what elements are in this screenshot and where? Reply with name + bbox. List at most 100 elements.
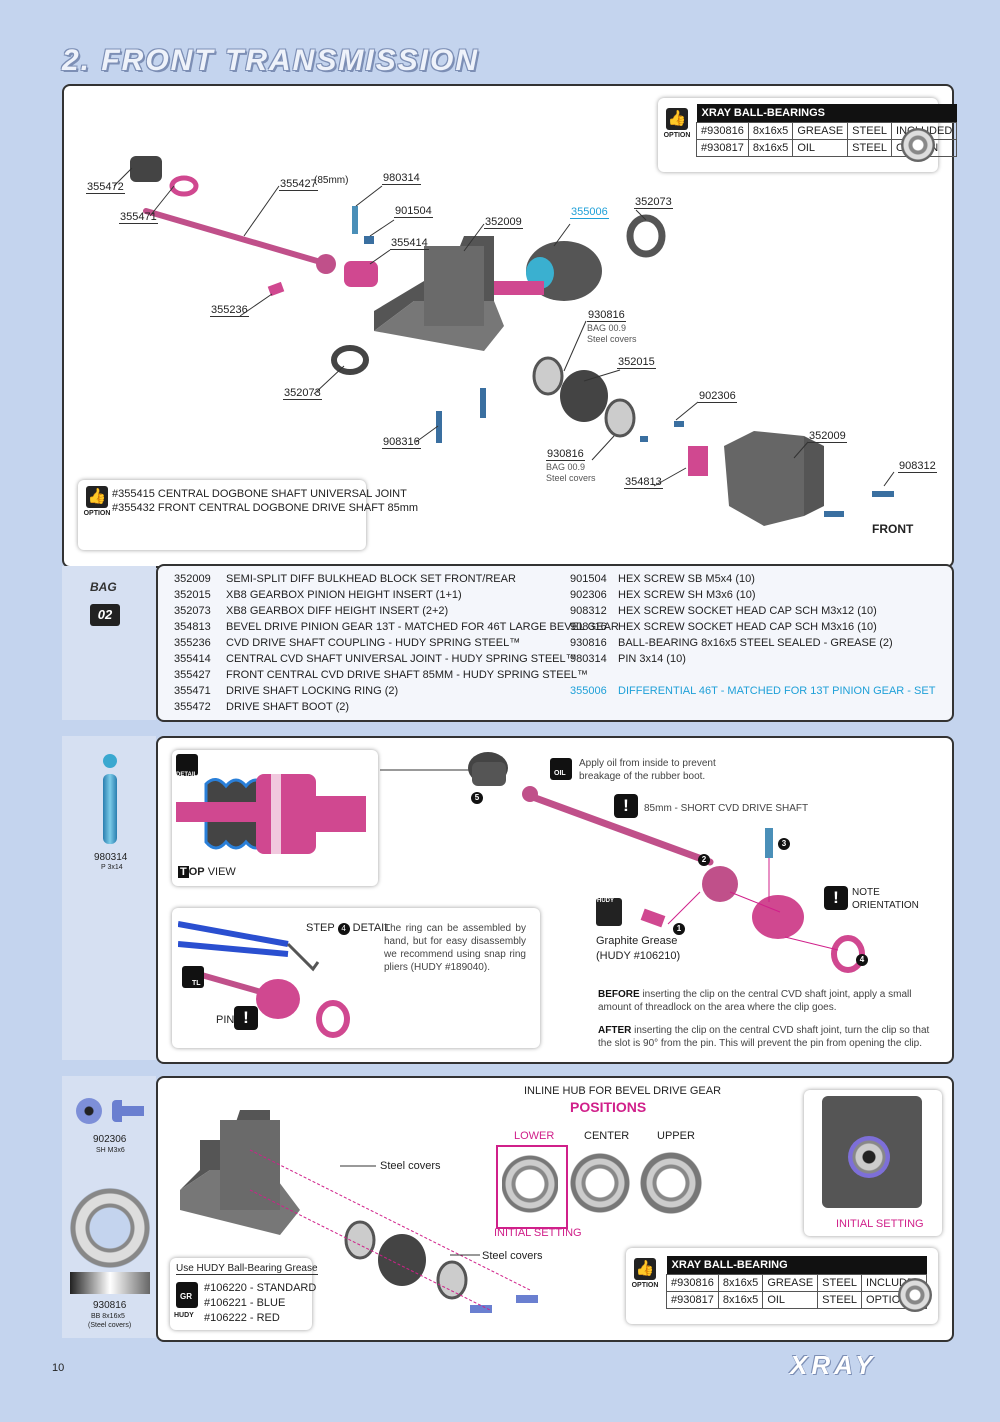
positions-title: POSITIONS — [570, 1099, 647, 1115]
before-bold: BEFORE — [598, 989, 640, 1000]
tl-label: TL — [192, 980, 201, 987]
cvd-joint-drawing — [176, 774, 366, 854]
grease-label: Graphite Grease — [596, 935, 678, 947]
table-row: #930817 8x16x5 OIL STEEL OPTION — [666, 1291, 928, 1309]
part-label: 352009 — [484, 216, 523, 229]
step-number: 2 — [698, 854, 710, 866]
option-line: #355432 FRONT CENTRAL DOGBONE DRIVE SHAF… — [112, 502, 419, 514]
pliers-drawing — [178, 921, 350, 1038]
bag-number: 02 — [90, 604, 120, 626]
oil-label: OIL — [554, 770, 566, 777]
table-cell: 8x16x5 — [717, 1274, 764, 1292]
bulkhead-assembly-drawing — [180, 1110, 538, 1313]
screw-side-icon — [112, 1100, 122, 1122]
initial-setting-box: INITIAL SETTING — [804, 1090, 942, 1236]
oil-icon — [550, 758, 572, 780]
table-cell: 8x16x5 — [717, 1291, 764, 1309]
part-label-highlight: 355006 — [570, 206, 609, 219]
bag-note: BAG 00.9 — [587, 323, 627, 333]
position-upper: UPPER — [657, 1130, 695, 1142]
thumbs-up-icon: 👍 — [86, 486, 108, 508]
gr-label: GR — [180, 1292, 192, 1301]
front-label: FRONT — [872, 522, 914, 536]
part-label: 930816 — [546, 448, 585, 461]
shaft-note: 85mm - SHORT CVD DRIVE SHAFT — [644, 803, 809, 814]
steel-covers-note: Steel covers — [587, 334, 637, 344]
thumbs-up-icon: 👍 — [666, 108, 688, 130]
bearings-option-box: 👍 OPTION XRAY BALL-BEARINGS #930816 8x16… — [658, 98, 958, 172]
step-label-text: STEP — [306, 922, 335, 934]
part-label: 930816 — [587, 309, 626, 322]
part-label: 352009 — [808, 430, 847, 443]
table-cell: #930816 — [666, 1274, 719, 1292]
before-text: inserting the clip on the central CVD sh… — [598, 989, 912, 1013]
bag-label: BAG — [90, 580, 117, 594]
option-label: OPTION — [631, 1282, 659, 1289]
hudy-label: HUDY — [174, 1312, 194, 1319]
initial-setting-label: INITIAL SETTING — [494, 1227, 582, 1239]
step-num: 4 — [337, 923, 350, 935]
top-view-op: OP — [188, 866, 205, 878]
top-view-t: T — [178, 866, 189, 878]
warning-icon: ! — [824, 886, 848, 910]
grease-code: (HUDY #106210) — [596, 950, 681, 962]
bearing-image — [848, 1136, 890, 1178]
pin-part-size: P 3x14 — [101, 864, 123, 871]
steel-covers-label: Steel covers — [482, 1250, 543, 1262]
bearing-icon — [70, 1188, 150, 1268]
part-label: 355472 — [86, 181, 125, 194]
bearing-side-icon — [70, 1272, 150, 1294]
hub-center-image — [570, 1151, 630, 1215]
hub-upper-image — [640, 1151, 702, 1215]
step-number: 5 — [471, 792, 483, 804]
part-label: 908316 — [382, 436, 421, 449]
thumbs-up-icon: 👍 — [634, 1258, 656, 1280]
step-label: STEP 4 DETAIL — [306, 922, 390, 935]
table-cell: STEEL — [817, 1291, 863, 1309]
after-text: inserting the clip on the central CVD sh… — [598, 1025, 930, 1049]
part-label: 355427 — [279, 178, 318, 191]
screw-shank-icon — [122, 1106, 144, 1116]
grease-line: #106222 - RED — [204, 1312, 280, 1324]
grease-icon — [176, 1282, 198, 1308]
part-label: 352015 — [617, 356, 656, 369]
info-icon — [103, 754, 117, 768]
detail-label: DETAIL — [176, 772, 198, 778]
table-cell: #930817 — [666, 1291, 719, 1309]
table-cell: OIL — [762, 1291, 819, 1309]
bearings-header: XRAY BALL-BEARINGS — [696, 104, 957, 123]
part-label: 354813 — [624, 476, 663, 489]
bag-note: BAG 00.9 — [546, 462, 586, 472]
step-number: 4 — [856, 954, 868, 966]
brand-logo: XRAY — [790, 1350, 877, 1380]
step-number: 3 — [778, 838, 790, 850]
part-label: 908312 — [898, 460, 937, 473]
bearing-note: (Steel covers) — [88, 1322, 132, 1329]
page-number: 10 — [52, 1362, 65, 1374]
cvd-assembly-drawing — [380, 752, 865, 973]
part-label: 352073 — [283, 387, 322, 400]
bearing-code: 930816 — [93, 1300, 127, 1311]
top-view-rest: VIEW — [207, 866, 236, 878]
part-label: 901504 — [394, 205, 433, 218]
hub-lower-image — [502, 1155, 558, 1213]
table-cell: #930816 — [696, 122, 749, 140]
steel-covers-note: Steel covers — [546, 473, 596, 483]
grease-box: Use HUDY Ball-Bearing Grease GR HUDY #10… — [170, 1258, 318, 1330]
grease-line: #106221 - BLUE — [204, 1297, 286, 1309]
part-note: (85mm) — [314, 175, 349, 186]
detail-magnify-icon — [176, 754, 198, 776]
